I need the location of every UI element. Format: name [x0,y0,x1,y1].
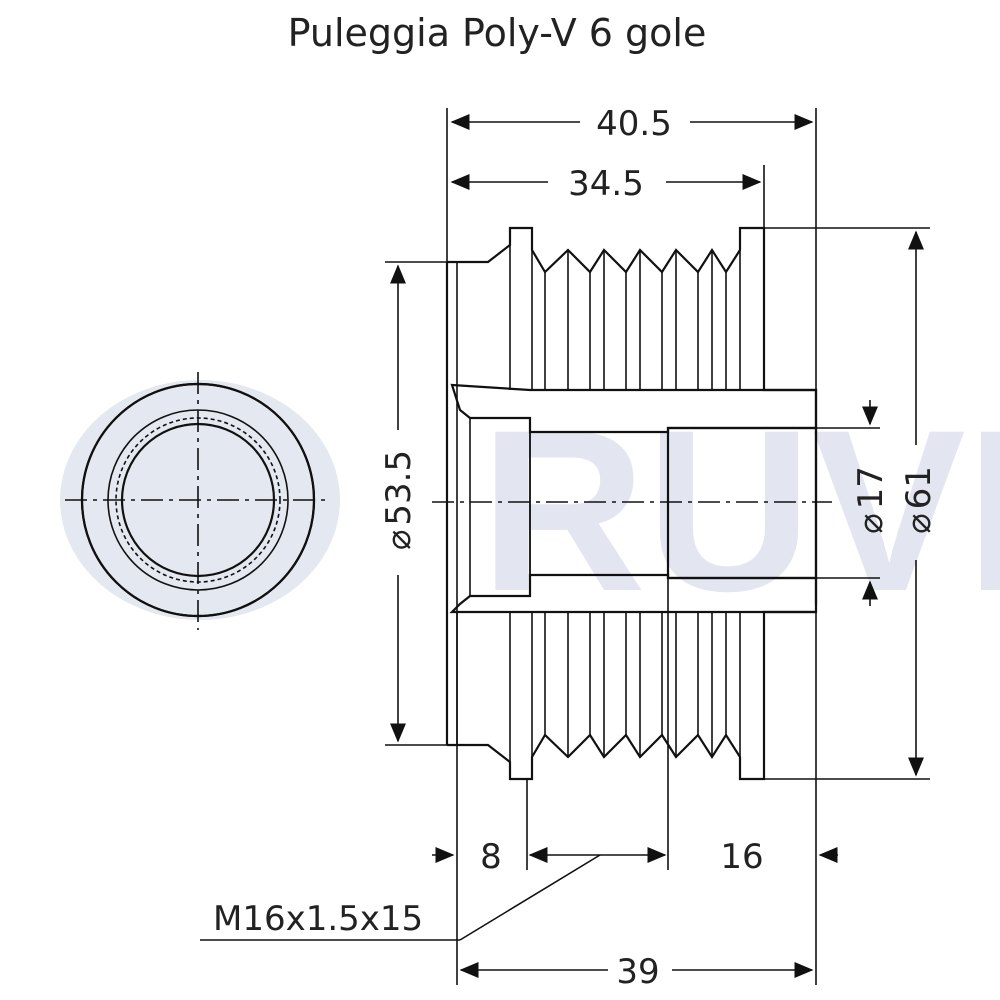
dim-hub-diameter: 53.5 [379,450,419,526]
watermark-text: RUVILLE [480,382,1000,639]
svg-text:⌀61: ⌀ 61 [899,466,939,534]
dim-bore-diameter-symbol: ⌀ [851,513,891,533]
dim-bore-diameter: 17 [851,466,891,509]
dim-left-offset: 8 [480,837,502,877]
end-view [65,372,330,630]
drawing-title: Puleggia Poly-V 6 gole [288,11,707,55]
dimensions: 40.5 34.5 ⌀ 53.5 ⌀ 17 ⌀ 61 8 [200,104,939,992]
dim-right-offset: 16 [720,837,763,877]
bore [666,426,818,580]
svg-text:⌀17: ⌀ 17 [851,466,891,534]
dim-hub-diameter-symbol: ⌀ [379,530,419,550]
thread-callout: M16x1.5x15 [213,899,423,939]
dim-outer-diameter-symbol: ⌀ [899,513,939,533]
svg-text:⌀53.5: ⌀ 53.5 [379,450,419,550]
dim-outer-diameter: 61 [899,466,939,509]
dim-overall-length: 40.5 [596,104,672,144]
lower-silhouette [447,610,816,781]
dim-width-bottom: 39 [616,952,659,992]
dim-groove-length: 34.5 [568,164,644,204]
